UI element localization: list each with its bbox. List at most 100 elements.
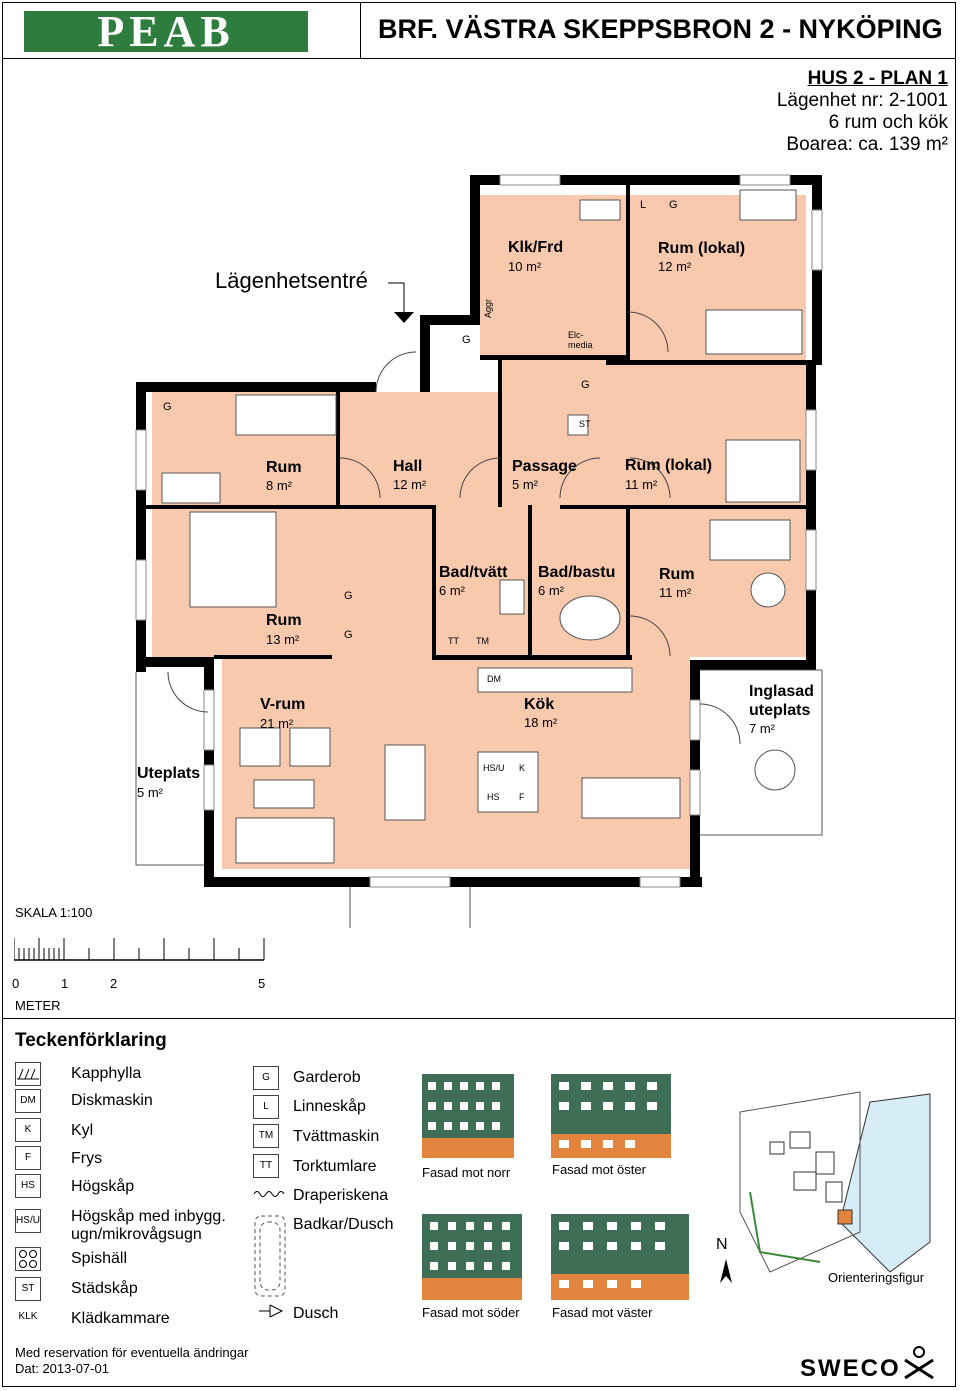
frys-label: F — [519, 792, 525, 802]
garderob-label: G — [344, 629, 353, 641]
legend-code-hsu: HS/U — [15, 1209, 41, 1233]
legend-code-st: ST — [15, 1277, 41, 1301]
floor-plan — [135, 174, 823, 928]
disclaimer: Med reservation för eventuella ändringar — [15, 1345, 249, 1360]
room-area-rum-11: 11 m² — [659, 585, 692, 600]
garderob-label: G — [344, 590, 353, 602]
room-name-badbastu: Bad/bastu — [538, 564, 616, 581]
legend-label-tvattmaskin: Tvättmaskin — [293, 1128, 380, 1145]
legend-code-hs: HS — [15, 1174, 41, 1198]
room-name-vrum: V-rum — [260, 696, 306, 713]
legend-code-klk: KLK — [18, 1311, 38, 1322]
site-marker — [837, 1209, 853, 1225]
outdoor-outlines — [135, 669, 823, 928]
legend-label-stadskap: Städskåp — [71, 1280, 138, 1297]
peab-logo: PEAB — [24, 10, 308, 54]
facade-north-image — [422, 1074, 514, 1158]
plan-info: HUS 2 - PLAN 1 Lägenhet nr: 2-1001 6 rum… — [777, 68, 948, 156]
aggr-label: Aggr — [483, 298, 493, 318]
kyl-label: K — [519, 763, 526, 773]
room-name-hall: Hall — [393, 458, 423, 475]
room-area-klk: 10 m² — [508, 259, 542, 274]
sweco-logo: SWECO — [800, 1355, 901, 1382]
legend-label-linneskap: Linneskåp — [293, 1098, 366, 1115]
legend-code-g: G — [253, 1066, 279, 1090]
stadskap-label: ST — [579, 419, 591, 429]
facade-north-label: Fasad mot norr — [422, 1165, 511, 1180]
room-name-uteplats: Uteplats — [137, 765, 201, 782]
facade-west-label: Fasad mot väster — [552, 1305, 653, 1320]
room-area-badtvatt: 6 m² — [439, 583, 465, 598]
legend-label-hsu-2: ugn/mikrovågsugn — [71, 1226, 202, 1243]
legend-label-dusch: Dusch — [293, 1305, 339, 1322]
date: Dat: 2013-07-01 — [15, 1361, 109, 1376]
legend-code-f: F — [15, 1146, 41, 1170]
entrance-arrow-icon — [394, 312, 414, 323]
room-area-lokal-11: 11 m² — [625, 477, 658, 492]
room-name-inglasad: Inglasad — [749, 683, 814, 700]
room-name-kok: Kök — [524, 696, 555, 713]
entrance-arrow-line — [388, 282, 405, 312]
room-name-lokal-12: Rum (lokal) — [658, 240, 746, 257]
media-label: media — [568, 340, 593, 350]
curtain-rail-icon — [253, 1191, 285, 1197]
garderob-label: G — [462, 334, 471, 346]
scale-tick-2: 2 — [110, 976, 118, 991]
room-name-lokal-11: Rum (lokal) — [625, 457, 713, 474]
room-area-rum-13: 13 m² — [266, 632, 300, 647]
room-name-passage: Passage — [512, 458, 577, 475]
project-title: BRF. VÄSTRA SKEPPSBRON 2 - NYKÖPING — [378, 14, 943, 44]
room-fill-hall — [340, 392, 500, 507]
orientation-map — [739, 1091, 931, 1273]
room-area-lokal-12: 12 m² — [658, 259, 692, 274]
scale-bar — [14, 938, 265, 961]
room-area-uteplats: 5 m² — [137, 785, 163, 800]
legend-label-spishall: Spishäll — [71, 1250, 128, 1267]
facade-west-image — [551, 1214, 689, 1300]
facade-east-image — [551, 1074, 671, 1158]
hs-label: HS — [487, 792, 500, 802]
facade-south-image — [422, 1214, 522, 1300]
legend-label-torktumlare: Torktumlare — [293, 1158, 377, 1175]
north-label: N — [716, 1236, 728, 1253]
legend-label-kapphylla: Kapphylla — [71, 1065, 142, 1082]
linneskap-label: L — [640, 199, 647, 211]
legend-code-dm: DM — [15, 1089, 41, 1113]
room-name-rum-13: Rum — [266, 612, 302, 629]
apartment-number: Lägenhet nr: 2-1001 — [776, 90, 948, 111]
legend-code-l: L — [253, 1095, 279, 1119]
scale-tick-5: 5 — [258, 976, 266, 991]
room-name-badtvatt: Bad/tvätt — [439, 564, 508, 581]
plan-name: HUS 2 - PLAN 1 — [807, 68, 948, 89]
orientation-label: Orienteringsfigur — [828, 1270, 925, 1285]
room-area-badbastu: 6 m² — [538, 583, 564, 598]
legend-label-hsu: Högskåp med inbygg. — [71, 1208, 226, 1225]
scale-label: SKALA 1:100 — [15, 905, 93, 920]
scale-tick-0: 0 — [12, 976, 20, 991]
room-area-inglasad: 7 m² — [749, 721, 775, 736]
entrance-label: Lägenhetsentré — [215, 268, 368, 293]
tvattmaskin-label: TM — [476, 636, 489, 646]
legend-code-tm: TM — [253, 1124, 279, 1148]
legend-label-draperiskena: Draperiskena — [293, 1187, 389, 1204]
room-name-rum-11: Rum — [659, 566, 695, 583]
room-area-vrum: 21 m² — [260, 716, 294, 731]
legend-divider — [2, 1018, 956, 1019]
legend-label-hogskap: Högskåp — [71, 1178, 135, 1195]
scale-tick-1: 1 — [61, 976, 69, 991]
room-count: 6 rum och kök — [828, 112, 948, 133]
shower-icon — [259, 1304, 284, 1318]
facade-east-label: Fasad mot öster — [552, 1162, 646, 1177]
doors — [167, 311, 741, 745]
legend-label-kyl: Kyl — [71, 1122, 94, 1139]
furniture — [161, 189, 803, 864]
legend-label-garderob: Garderob — [293, 1069, 361, 1086]
legend-label-diskmaskin: Diskmaskin — [71, 1092, 153, 1109]
room-area-kok: 18 m² — [524, 715, 558, 730]
hsu-label: HS/U — [483, 763, 505, 773]
legend-label-badkar: Badkar/Dusch — [293, 1216, 394, 1233]
garderob-label: G — [669, 199, 678, 211]
sweco-emblem-icon — [904, 1346, 934, 1380]
legend-label-frys: Frys — [71, 1150, 103, 1167]
stove-icon — [15, 1247, 41, 1271]
